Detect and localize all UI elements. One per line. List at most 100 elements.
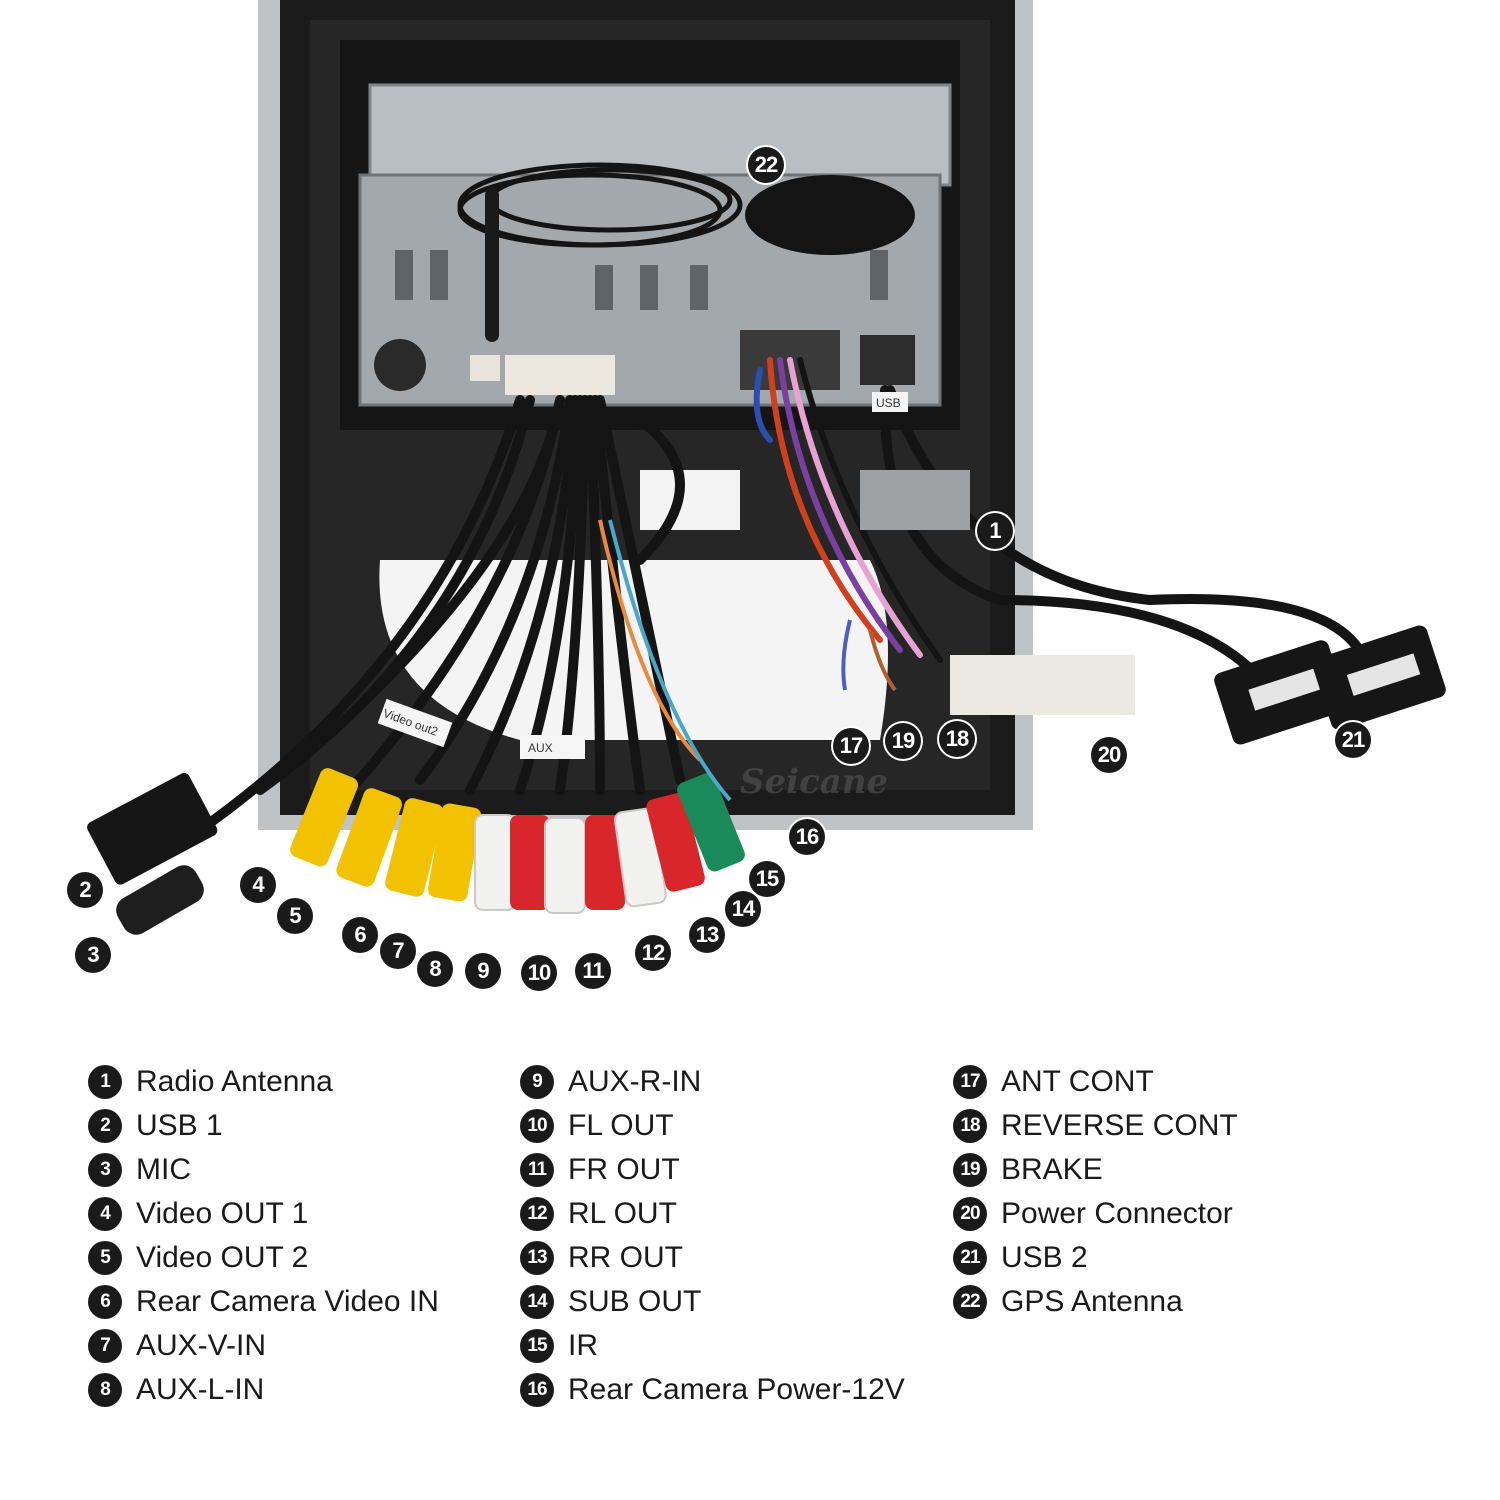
slot-1 <box>640 470 740 530</box>
legend-number: 2 <box>88 1109 122 1143</box>
legend-item: 19 BRAKE <box>953 1148 1238 1192</box>
legend-label: BRAKE <box>1001 1153 1103 1186</box>
callout-20: 20 <box>1091 737 1127 773</box>
callout-7-text: 7 <box>392 938 404 963</box>
legend-number: 4 <box>88 1197 122 1231</box>
legend-label: Radio Antenna <box>136 1065 333 1098</box>
legend-number: 17 <box>953 1065 987 1099</box>
cable-tag-video-out2 <box>377 698 453 748</box>
legend-number: 8 <box>88 1373 122 1407</box>
legend-number: 1 <box>88 1065 122 1099</box>
usb-socket <box>860 335 915 385</box>
cable-tag-usb <box>872 392 908 412</box>
vent-slots <box>395 250 888 310</box>
legend-label: RL OUT <box>568 1197 677 1230</box>
legend-number: 18 <box>953 1109 987 1143</box>
callout-10-text: 10 <box>527 960 552 985</box>
callout-17: 17 <box>833 728 869 764</box>
callout-16: 16 <box>789 819 825 855</box>
callout-12-text: 12 <box>641 940 666 965</box>
legend-item: 12 RL OUT <box>520 1192 905 1236</box>
callout-19: 19 <box>885 723 921 759</box>
callout-8: 8 <box>417 951 453 987</box>
legend-label: Video OUT 2 <box>136 1241 309 1274</box>
callout-2: 2 <box>67 872 103 908</box>
legend-label: RR OUT <box>568 1241 683 1274</box>
legend-item: 4 Video OUT 1 <box>88 1192 439 1236</box>
callout-12: 12 <box>635 935 671 971</box>
legend-label: Video OUT 1 <box>136 1197 309 1230</box>
cable-tag-usb-text: USB <box>876 396 901 410</box>
usb1-port <box>87 773 218 885</box>
legend-label: Rear Camera Power-12V <box>568 1373 905 1406</box>
legend-item: 17 ANT CONT <box>953 1060 1238 1104</box>
callout-21: 21 <box>1335 722 1371 758</box>
legend-number: 10 <box>520 1109 554 1143</box>
legend-label: MIC <box>136 1153 191 1186</box>
legend-number: 16 <box>520 1373 554 1407</box>
head-unit-rear-photo: Video out2 AUX USB <box>87 0 1446 935</box>
legend-number: 15 <box>520 1329 554 1363</box>
legend-number: 5 <box>88 1241 122 1275</box>
small-connector <box>470 355 500 381</box>
legend-number: 7 <box>88 1329 122 1363</box>
callout-1-text: 1 <box>989 518 1001 543</box>
legend-item: 15 IR <box>520 1324 905 1368</box>
legend-label: USB 2 <box>1001 1241 1088 1274</box>
callout-2-text: 2 <box>79 877 91 902</box>
callout-20-text: 20 <box>1097 742 1122 767</box>
callout-21-text: 21 <box>1341 727 1366 752</box>
callout-22: 22 <box>748 147 784 183</box>
legend-label: Power Connector <box>1001 1197 1233 1230</box>
callout-11: 11 <box>575 953 611 989</box>
legend-item: 10 FL OUT <box>520 1104 905 1148</box>
callout-1: 1 <box>977 513 1013 549</box>
legend-number: 20 <box>953 1197 987 1231</box>
callout-11-text: 11 <box>582 958 604 983</box>
callout-3: 3 <box>75 937 111 973</box>
legend-number: 12 <box>520 1197 554 1231</box>
callout-14-text: 14 <box>731 896 756 921</box>
legend-label: Rear Camera Video IN <box>136 1285 439 1318</box>
thin-wires <box>598 519 897 802</box>
callout-19-text: 19 <box>891 728 916 753</box>
mic-jack <box>116 865 204 935</box>
callout-16-text: 16 <box>795 824 820 849</box>
legend-label: ANT CONT <box>1001 1065 1154 1098</box>
callout-9: 9 <box>465 953 501 989</box>
cable-tag-aux <box>520 735 585 759</box>
legend-item: 1 Radio Antenna <box>88 1060 439 1104</box>
callout-4-text: 4 <box>252 872 264 897</box>
callout-22-text: 22 <box>754 152 779 177</box>
legend-label: USB 1 <box>136 1109 223 1142</box>
callout-13-text: 13 <box>695 922 720 947</box>
multi-pin-connector <box>505 355 615 395</box>
legend-item: 2 USB 1 <box>88 1104 439 1148</box>
legend-label: AUX-V-IN <box>136 1329 267 1362</box>
grey-plug <box>860 470 970 530</box>
legend-label: AUX-R-IN <box>568 1065 702 1098</box>
callout-10: 10 <box>521 955 557 991</box>
callout-5: 5 <box>277 898 313 934</box>
power-connector-plug <box>950 655 1135 715</box>
power-harness-wires <box>753 357 943 663</box>
legend-number: 11 <box>520 1153 554 1187</box>
callout-15: 15 <box>749 861 785 897</box>
legend-label: IR <box>568 1329 598 1362</box>
gps-antenna-puck <box>745 175 915 255</box>
legend-number: 9 <box>520 1065 554 1099</box>
legend-number: 19 <box>953 1153 987 1187</box>
legend-number: 21 <box>953 1241 987 1275</box>
legend-label: FL OUT <box>568 1109 674 1142</box>
